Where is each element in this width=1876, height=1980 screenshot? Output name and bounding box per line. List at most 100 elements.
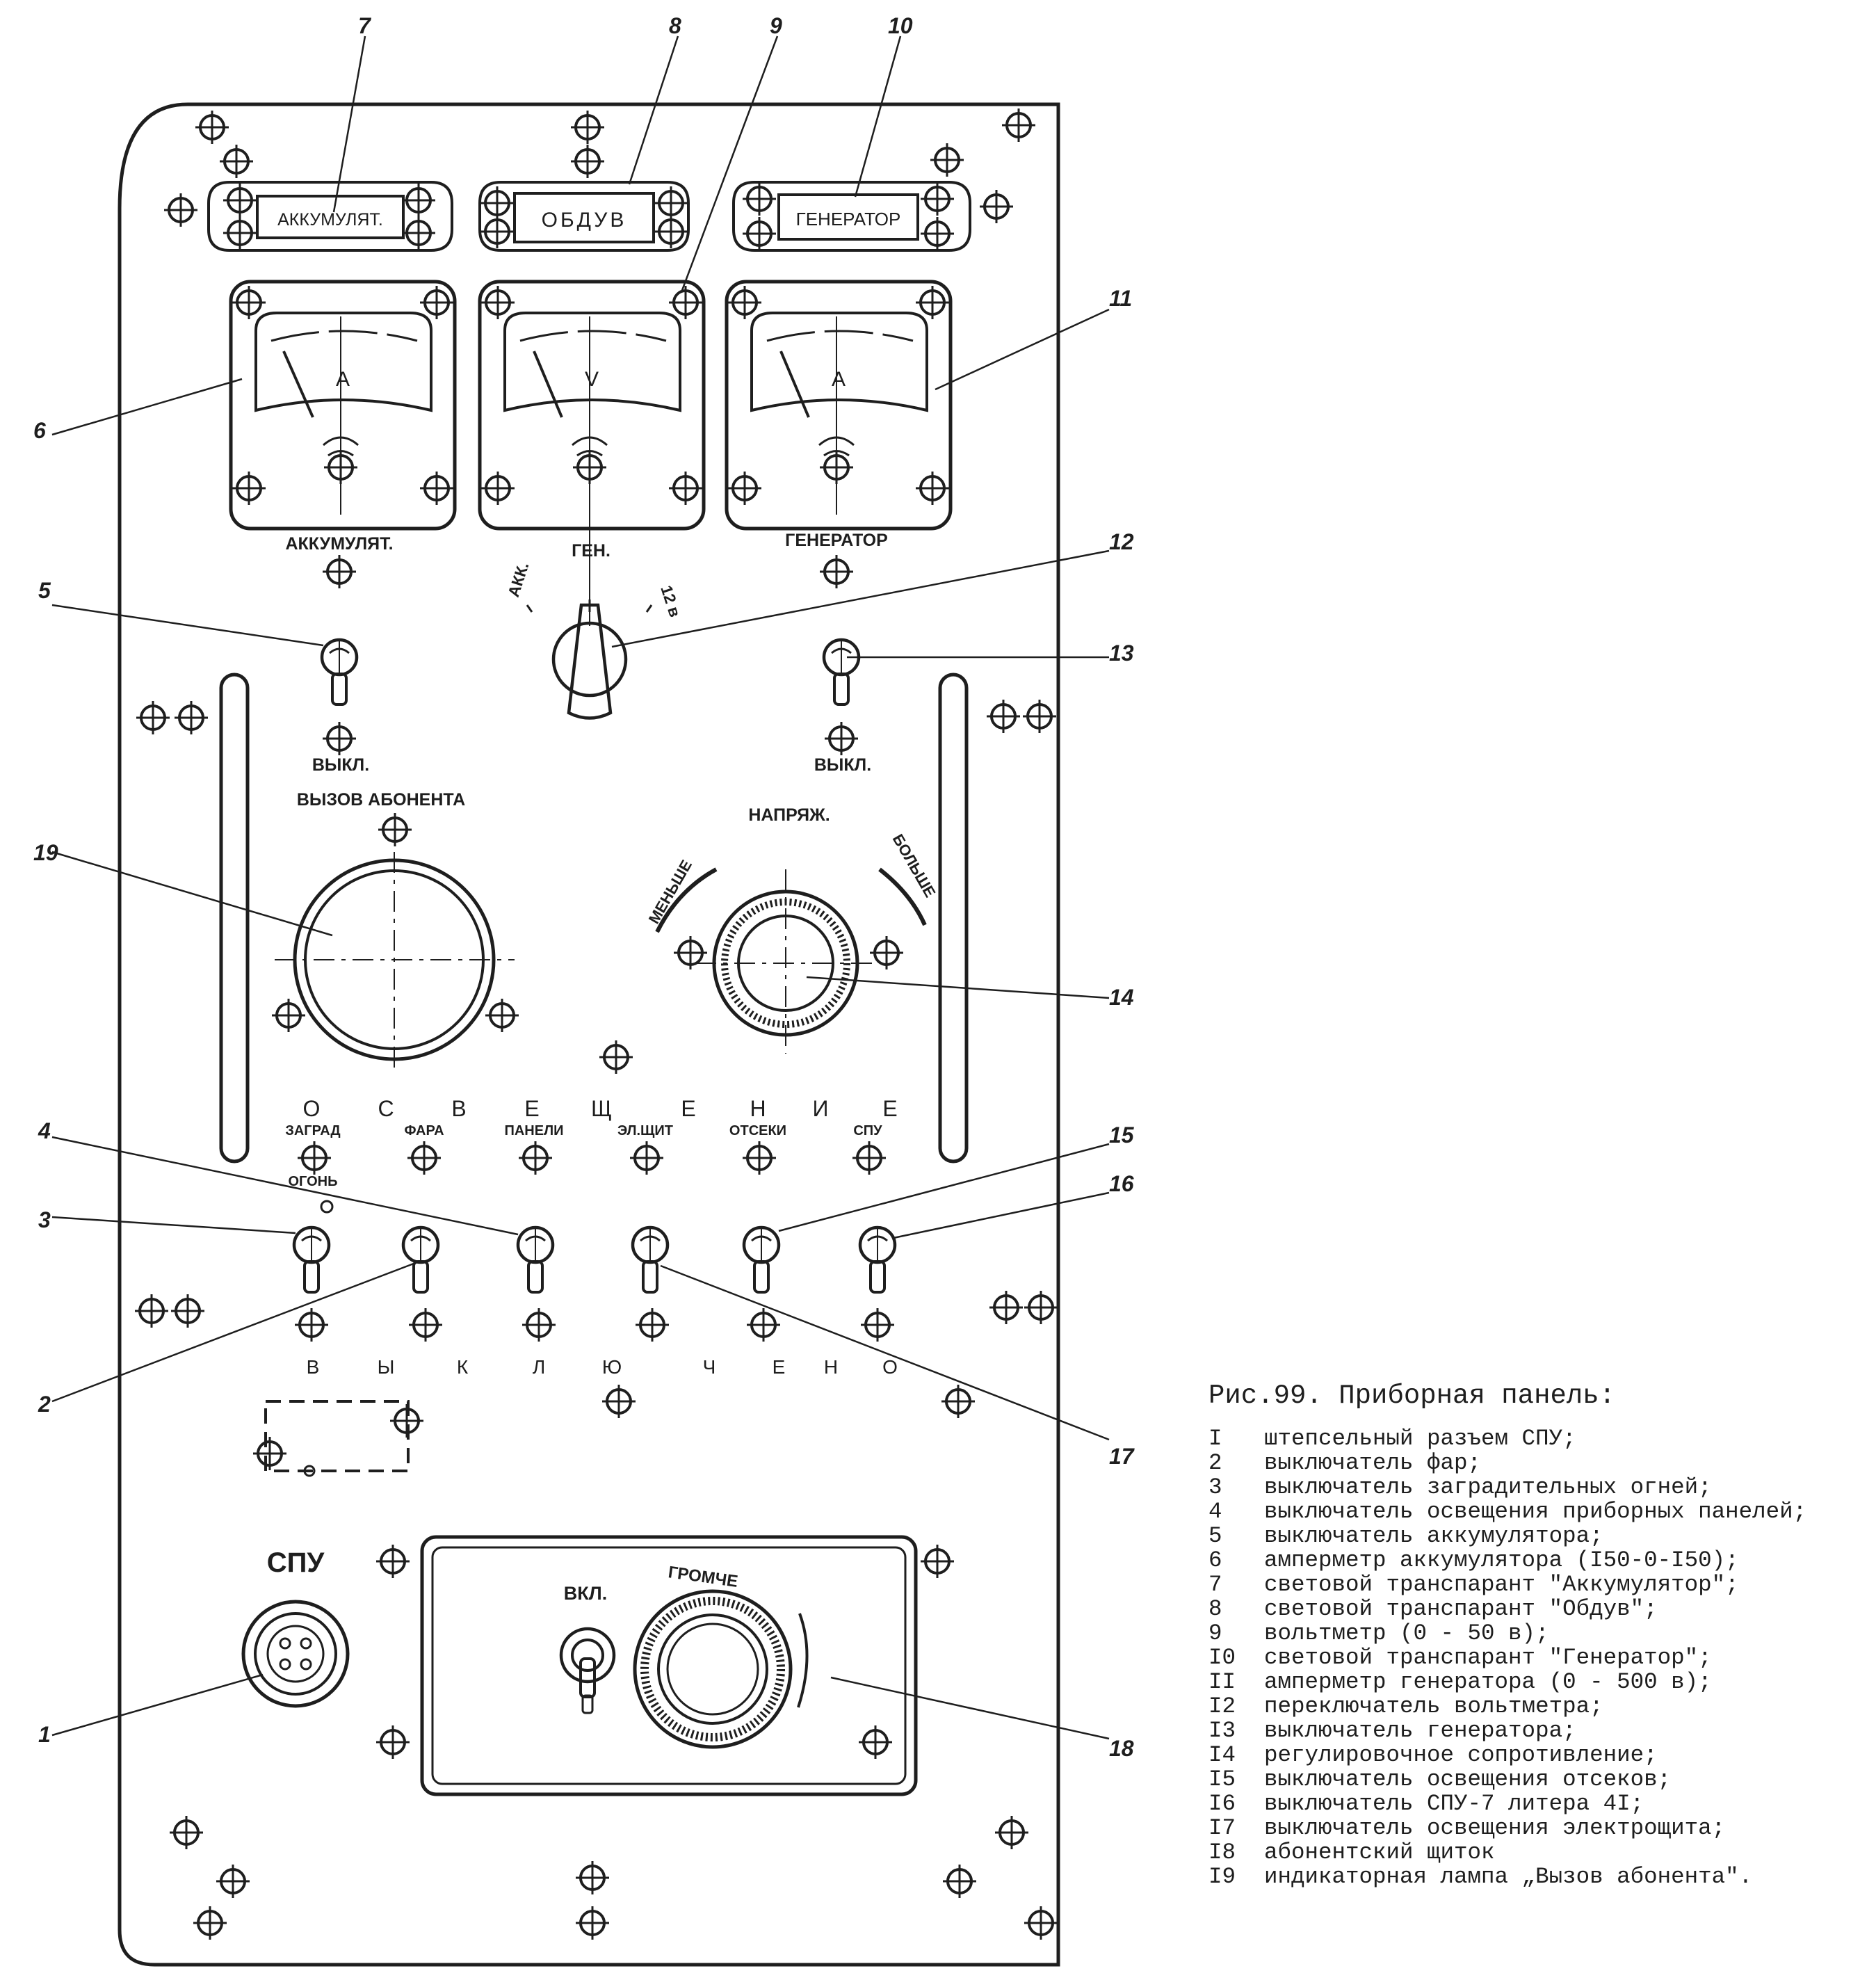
callout-7: 7 bbox=[358, 13, 372, 38]
voltmeter-selector[interactable]: АКК. 12 в bbox=[504, 560, 684, 720]
switch-elshit-lighting bbox=[633, 1228, 668, 1292]
callout-11: 11 bbox=[1109, 286, 1132, 311]
svg-text:К: К bbox=[457, 1356, 469, 1378]
label-off-left: ВЫКЛ. bbox=[312, 755, 369, 775]
label-fara: ФАРА bbox=[404, 1123, 444, 1138]
svg-text:Ч: Ч bbox=[703, 1356, 716, 1378]
subscriber-on-switch[interactable] bbox=[559, 1627, 616, 1714]
ammeter-accumulator-unit: A bbox=[336, 368, 350, 391]
switch-panel-lighting bbox=[518, 1228, 553, 1292]
callout-3: 3 bbox=[38, 1207, 51, 1232]
callout-12: 12 bbox=[1109, 529, 1134, 554]
switch-spu7 bbox=[860, 1228, 895, 1292]
transparent-obduv-label: ОБДУВ bbox=[542, 209, 627, 232]
label-zagrad: ЗАГРАД bbox=[285, 1123, 340, 1138]
label-12v: 12 в bbox=[657, 583, 684, 620]
ammeter-generator: A bbox=[725, 280, 953, 531]
spu-connector[interactable] bbox=[241, 1600, 350, 1708]
switch-compartment-lighting bbox=[744, 1228, 779, 1292]
label-ogon: ОГОНЬ bbox=[288, 1174, 337, 1189]
callout-5: 5 bbox=[38, 578, 51, 603]
figure-caption: Рис.99. Приборная панель: bbox=[1208, 1381, 1616, 1411]
label-more: БОЛЬШЕ bbox=[889, 831, 939, 900]
label-paneli: ПАНЕЛИ bbox=[504, 1123, 563, 1138]
switch-labels: ЗАГРАД ОГОНЬ ФАРА ПАНЕЛИ ЭЛ.ЩИТ ОТСЕКИ С… bbox=[285, 1123, 882, 1189]
svg-text:Ы: Ы bbox=[378, 1356, 395, 1378]
dashed-plate bbox=[252, 1400, 425, 1477]
svg-text:С: С bbox=[378, 1096, 394, 1121]
callout-numbers: 1 2 3 4 5 6 7 8 9 10 11 12 13 14 15 16 1… bbox=[33, 13, 1135, 1761]
callout-15: 15 bbox=[1109, 1122, 1135, 1148]
switch-barrier-lights bbox=[294, 1228, 329, 1292]
label-on: ВКЛ. bbox=[564, 1583, 607, 1604]
label-akk: АКК. bbox=[504, 560, 533, 599]
voltage-regulator-knob[interactable] bbox=[695, 869, 876, 1054]
voltmeter-unit: V bbox=[585, 368, 599, 391]
callout-10: 10 bbox=[888, 13, 913, 38]
label-off-right: ВЫКЛ. bbox=[814, 755, 871, 775]
ammeter-generator-unit: A bbox=[832, 368, 846, 391]
label-louder: ГРОМЧЕ bbox=[667, 1563, 739, 1591]
callout-leaders bbox=[51, 35, 1110, 1740]
switch-accumulator[interactable] bbox=[322, 640, 357, 757]
svg-text:Е: Е bbox=[681, 1096, 695, 1121]
svg-text:О: О bbox=[882, 1356, 898, 1378]
svg-text:Щ: Щ bbox=[591, 1096, 612, 1121]
svg-text:О: О bbox=[303, 1096, 321, 1121]
lighting-switches[interactable] bbox=[294, 1228, 895, 1292]
callout-4: 4 bbox=[38, 1118, 51, 1143]
svg-text:Е: Е bbox=[773, 1356, 786, 1378]
label-spu: СПУ bbox=[267, 1547, 325, 1578]
svg-text:Е: Е bbox=[524, 1096, 539, 1121]
call-indicator-lamp bbox=[270, 852, 520, 1068]
svg-text:В: В bbox=[451, 1096, 466, 1121]
callout-19: 19 bbox=[33, 840, 58, 865]
label-otseki: ОТСЕКИ bbox=[729, 1123, 786, 1138]
transparent-accumulator-label: АККУМУЛЯТ. bbox=[277, 210, 383, 230]
switch-headlights bbox=[403, 1228, 438, 1292]
svg-text:Ю: Ю bbox=[602, 1356, 622, 1378]
transparent-accumulator: АККУМУЛЯТ. bbox=[207, 181, 453, 252]
ammeter-accumulator: A bbox=[229, 280, 457, 531]
label-gen: ГЕН. bbox=[572, 541, 610, 561]
label-accumulator: АККУМУЛЯТ. bbox=[285, 534, 393, 554]
callout-16: 16 bbox=[1109, 1171, 1134, 1196]
callout-13: 13 bbox=[1109, 641, 1134, 666]
voltmeter: V bbox=[478, 280, 706, 626]
slot-left bbox=[219, 673, 250, 1164]
callout-1: 1 bbox=[38, 1722, 51, 1747]
subscriber-panel bbox=[420, 1535, 918, 1796]
callout-6: 6 bbox=[33, 418, 46, 443]
callout-14: 14 bbox=[1109, 985, 1134, 1010]
svg-text:И: И bbox=[813, 1096, 829, 1121]
callout-17: 17 bbox=[1109, 1444, 1135, 1469]
callout-2: 2 bbox=[38, 1392, 51, 1417]
label-generator: ГЕНЕРАТОР bbox=[785, 531, 888, 550]
off-title: В Ы К Л Ю Ч Е Н О bbox=[307, 1356, 898, 1378]
label-call: ВЫЗОВ АБОНЕНТА bbox=[297, 790, 465, 810]
label-voltage: НАПРЯЖ. bbox=[748, 805, 830, 825]
label-elshit: ЭЛ.ЩИТ bbox=[617, 1123, 673, 1138]
volume-knob[interactable] bbox=[633, 1589, 809, 1749]
svg-text:Н: Н bbox=[824, 1356, 838, 1378]
lighting-title: О С В Е Щ Е Н И Е bbox=[303, 1096, 898, 1121]
panel-outline bbox=[118, 102, 1060, 1967]
